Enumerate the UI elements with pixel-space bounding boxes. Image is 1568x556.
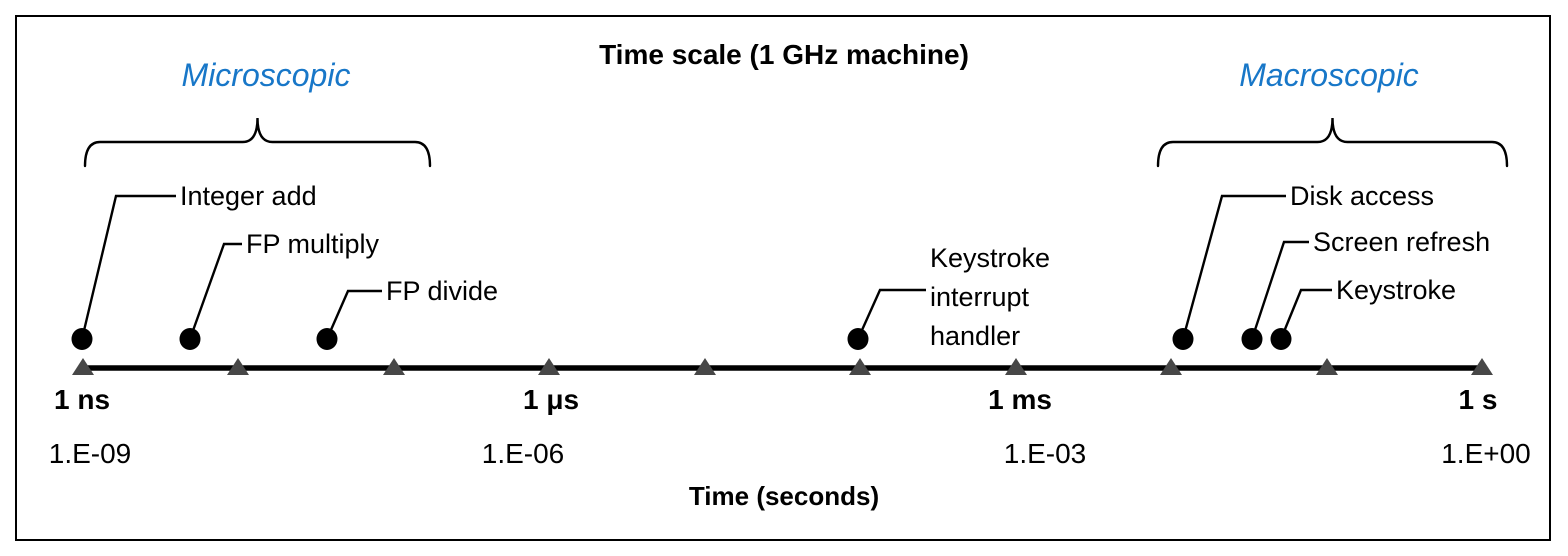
event-label-6: Keystroke bbox=[1336, 274, 1457, 305]
event-leader-line-2 bbox=[325, 289, 382, 340]
event-dot-5 bbox=[1241, 328, 1263, 350]
axis-unit-label-1: 1 μs bbox=[522, 384, 580, 415]
event-label-2: FP divide bbox=[386, 275, 499, 306]
region-brace-macroscopic bbox=[1156, 117, 1509, 168]
axis-tick-marker-0 bbox=[72, 358, 94, 375]
event-label-3: Keystroke interrupt handler bbox=[930, 242, 1051, 351]
axis-unit-label-0: 1 ns bbox=[53, 384, 111, 415]
event-label-5: Screen refresh bbox=[1313, 226, 1491, 257]
axis-sci-label-3: 1.E+00 bbox=[1441, 438, 1531, 469]
axis-sci-label-1: 1.E-06 bbox=[481, 438, 565, 469]
axis-unit-label-3: 1 s bbox=[1458, 384, 1498, 415]
event-label-0: Integer add bbox=[180, 180, 317, 211]
axis-sci-label-2: 1.E-03 bbox=[1003, 438, 1087, 469]
event-label-4: Disk access bbox=[1290, 180, 1435, 211]
axis-sci-label-0: 1.E-09 bbox=[48, 438, 132, 469]
event-leader-line-1 bbox=[188, 242, 242, 340]
region-brace-microscopic bbox=[83, 117, 432, 168]
axis-tick-marker-1 bbox=[227, 358, 249, 375]
event-leader-line-0 bbox=[80, 194, 176, 340]
event-dot-2 bbox=[316, 328, 338, 350]
event-dot-0 bbox=[71, 328, 93, 350]
figure-title: Time scale (1 GHz machine) bbox=[599, 39, 969, 70]
event-leader-line-3 bbox=[856, 288, 926, 340]
event-dot-3 bbox=[847, 328, 869, 350]
axis-unit-label-2: 1 ms bbox=[988, 384, 1052, 415]
region-label-macroscopic: Macroscopic bbox=[1239, 57, 1419, 93]
region-label-microscopic: Microscopic bbox=[181, 57, 351, 93]
axis-tick-marker-3 bbox=[538, 358, 560, 375]
axis-tick-marker-2 bbox=[383, 358, 405, 375]
axis-title: Time (seconds) bbox=[688, 481, 880, 511]
event-dot-1 bbox=[179, 328, 201, 350]
event-dot-4 bbox=[1172, 328, 1194, 350]
event-leader-line-5 bbox=[1250, 240, 1309, 340]
event-leader-line-4 bbox=[1181, 194, 1286, 340]
event-dot-6 bbox=[1270, 328, 1292, 350]
figure-border bbox=[15, 15, 1551, 541]
event-label-1: FP multiply bbox=[246, 228, 380, 259]
axis-tick-marker-7 bbox=[1160, 358, 1182, 375]
axis-tick-marker-5 bbox=[849, 358, 871, 375]
axis-tick-marker-4 bbox=[694, 358, 716, 375]
axis-tick-marker-8 bbox=[1316, 358, 1338, 375]
axis-tick-marker-6 bbox=[1005, 358, 1027, 375]
axis-tick-marker-9 bbox=[1471, 358, 1493, 375]
event-leader-line-6 bbox=[1279, 288, 1332, 340]
